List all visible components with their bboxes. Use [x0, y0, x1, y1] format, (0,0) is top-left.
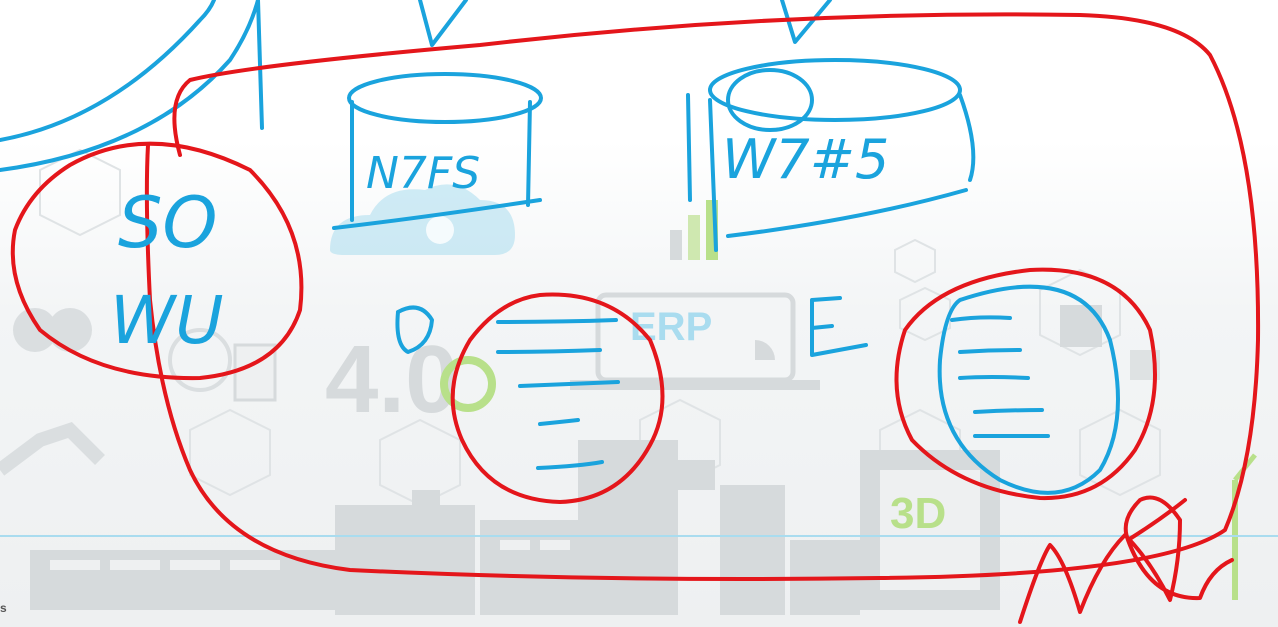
pen-stroke	[0, 0, 214, 140]
left-label-top: SO	[118, 182, 218, 264]
outer-loop	[147, 14, 1258, 579]
storage-cylinder-top	[710, 60, 960, 120]
arrow-down	[420, 0, 466, 45]
marker-e	[812, 298, 866, 355]
marker-d	[397, 308, 432, 353]
storage-left-label: N7FS	[366, 148, 480, 199]
list-line	[498, 320, 616, 322]
left-red-circle	[453, 295, 663, 502]
storage-right-label: W7#5	[722, 128, 889, 191]
left-label-bottom: WU	[110, 282, 224, 359]
pen-stroke	[258, 0, 262, 128]
storage-cylinder-top	[349, 74, 541, 122]
